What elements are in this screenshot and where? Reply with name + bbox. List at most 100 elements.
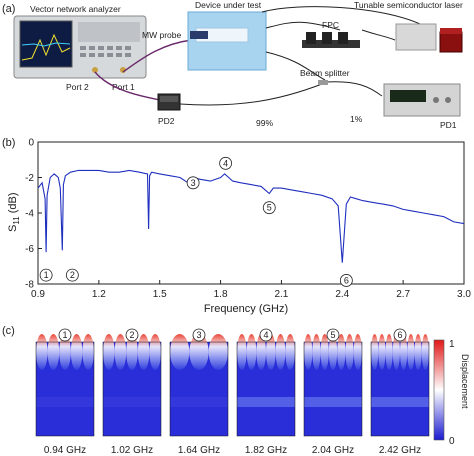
x-tick-label: 3.0 <box>457 289 471 300</box>
mode-frequency-label: 2.04 GHz <box>312 445 354 456</box>
vna-label: Vector network analyzer <box>30 4 121 14</box>
y-axis-label: S11 (dB) <box>7 193 21 233</box>
mode-lobe <box>103 334 115 370</box>
mode-tile-3: 3 1.64 GHz <box>169 328 229 456</box>
port2-label: Port 2 <box>66 82 89 92</box>
annotation-label: 1 <box>44 270 49 280</box>
mode-marker-label: 6 <box>397 330 402 340</box>
mode-tile-6: 6 2.42 GHz <box>370 328 430 456</box>
mode-lobe <box>304 334 313 370</box>
mode-lobe <box>246 334 257 370</box>
mode-marker-label: 2 <box>129 330 134 340</box>
mode-tile-background <box>237 342 295 436</box>
mode-lobe <box>266 334 276 370</box>
x-tick-label: 0.9 <box>31 289 45 300</box>
series-line-0 <box>37 169 465 263</box>
mode-lobe <box>312 334 321 370</box>
mode-lobe <box>82 334 94 370</box>
mode-lobe <box>378 334 386 370</box>
mode-lobe <box>275 334 286 370</box>
pd1-detector <box>383 83 461 117</box>
mode-lobe <box>256 334 266 370</box>
mode-frequency-label: 1.64 GHz <box>178 445 220 456</box>
annotation-circle <box>339 274 353 287</box>
mode-marker-circle <box>259 328 273 342</box>
mode-marker-circle <box>125 328 139 342</box>
annotation-label: 3 <box>191 178 196 188</box>
x-axis-label: Frequency (GHz) <box>204 303 288 315</box>
mode-marker-label: 3 <box>196 330 201 340</box>
fpc-label: FPC <box>322 20 339 30</box>
mode-tile-frame <box>370 341 430 437</box>
x-tick-label: 2.4 <box>335 289 349 300</box>
colorbar-max: 1 <box>449 339 455 350</box>
mode-marker-circle <box>393 328 407 342</box>
port1-label: Port 1 <box>112 82 135 92</box>
annotation-circle <box>219 156 233 170</box>
mode-tile-frame <box>169 341 229 437</box>
mode-tile-frame <box>102 341 162 437</box>
vna-instrument <box>13 15 147 79</box>
annotation-circle <box>186 176 200 190</box>
x-tick-label: 1.5 <box>153 289 167 300</box>
mode-marker-label: 1 <box>62 330 67 340</box>
mode-lobe <box>385 334 393 370</box>
mode-lobe <box>189 334 209 370</box>
x-tick-label: 1.8 <box>214 289 228 300</box>
mode-lobe <box>337 334 346 370</box>
mode-lobe <box>59 334 71 370</box>
x-tick-label: 1.2 <box>92 289 106 300</box>
mode-lobe <box>392 334 400 370</box>
mode-lobe <box>114 334 127 370</box>
mode-marker-label: 5 <box>330 330 335 340</box>
mode-frequency-label: 1.02 GHz <box>111 445 153 456</box>
beam-splitter <box>318 80 328 85</box>
mode-frequency-label: 2.42 GHz <box>379 445 421 456</box>
y-tick-label: -6 <box>25 244 34 255</box>
fiber-splitter <box>265 51 326 81</box>
beam-splitter-label: Beam splitter <box>300 68 350 78</box>
mode-lobe <box>353 334 362 370</box>
panel-a: (a) Vector network analyzer Device under… <box>2 0 463 130</box>
mode-tile-5: 5 2.04 GHz <box>303 328 363 456</box>
mode-band <box>371 397 429 407</box>
y-tick-label: -4 <box>25 209 34 220</box>
y-tick-label: 0 <box>28 138 34 149</box>
split-99-label: 99% <box>256 118 273 128</box>
colorbar <box>433 339 445 441</box>
fpc-controller <box>302 32 360 48</box>
mode-marker-circle <box>192 328 206 342</box>
mode-tile-frame <box>303 341 363 437</box>
mode-lobe <box>371 334 379 370</box>
laser-label: Tunable semiconductor laser <box>354 0 463 10</box>
panel-b-tag: (b) <box>2 137 15 149</box>
mode-lobe <box>149 334 161 370</box>
mode-tile-4: 41.82 GHz <box>236 328 296 456</box>
mode-tile-2: 2 1.02 GHz <box>102 328 162 456</box>
mode-lobe <box>421 334 429 370</box>
mode-tile-1: 10.94 GHz <box>35 328 95 456</box>
mode-lobe <box>414 334 422 370</box>
mode-lobe <box>400 334 408 370</box>
mode-lobe <box>47 334 60 370</box>
mode-lobe <box>237 334 247 370</box>
pd2-detector <box>157 93 181 111</box>
mode-lobe <box>345 334 354 370</box>
annotation-label: 2 <box>70 270 75 280</box>
split-1-label: 1% <box>350 114 363 124</box>
y-tick-label: -2 <box>25 173 34 184</box>
mode-lobe <box>126 334 138 370</box>
mode-band <box>36 397 94 407</box>
device-under-test <box>187 11 267 71</box>
colorbar-min: 0 <box>449 436 455 447</box>
mode-lobe <box>208 334 228 370</box>
plot-frame <box>37 141 465 285</box>
colorbar-label: Displacement <box>460 354 470 409</box>
fiber-fpc <box>265 21 341 31</box>
x-tick-label: 2.7 <box>396 289 410 300</box>
mode-marker-label: 4 <box>263 330 268 340</box>
annotation-circle <box>39 268 53 282</box>
mode-lobe <box>320 334 329 370</box>
